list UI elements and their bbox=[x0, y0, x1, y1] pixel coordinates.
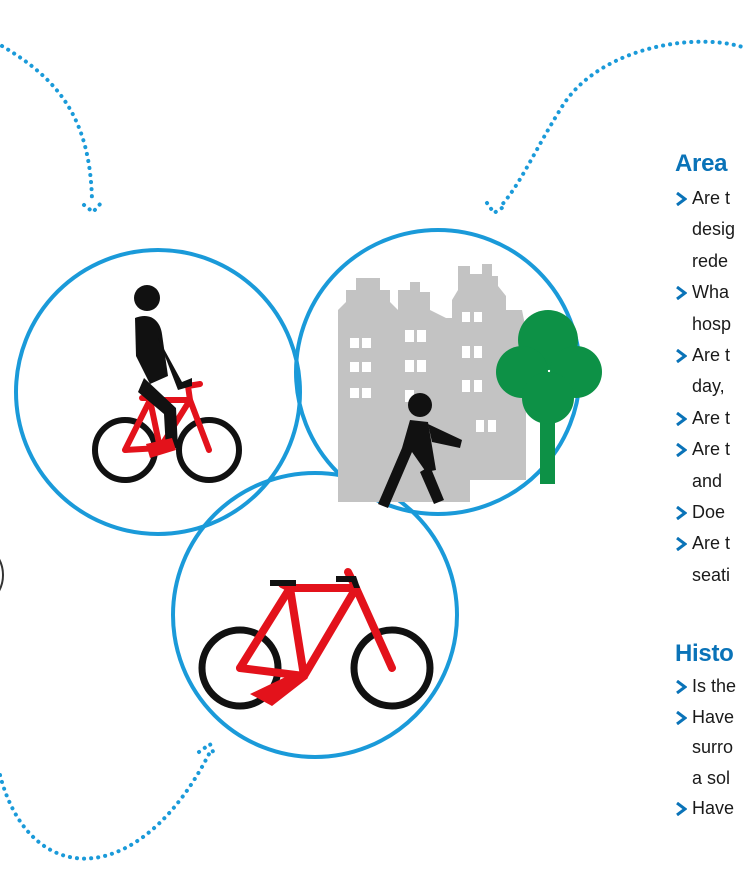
bicycle-icon bbox=[198, 568, 434, 710]
question-line: Doe bbox=[692, 502, 726, 522]
question-line: surro bbox=[692, 737, 734, 757]
question-line: Are t bbox=[692, 345, 731, 365]
bullet-chevron-icon bbox=[676, 192, 687, 206]
bullet-chevron-icon bbox=[676, 537, 687, 552]
bullet-chevron-icon bbox=[676, 680, 687, 694]
question-line: Are t bbox=[692, 407, 731, 428]
venn-circle-bicycle bbox=[171, 471, 459, 759]
question-line: Is the bbox=[692, 676, 737, 696]
question-line: Are t bbox=[692, 188, 731, 208]
question-line: Have bbox=[692, 798, 735, 818]
question-line: Wha bbox=[692, 282, 730, 303]
bullet-chevron-icon bbox=[676, 506, 687, 520]
question-line: Have bbox=[692, 706, 735, 727]
question-line: day, bbox=[692, 376, 725, 397]
question-line: a sol bbox=[692, 767, 731, 788]
arrow-top-left bbox=[0, 44, 103, 215]
buildings-icon bbox=[338, 264, 526, 502]
question-line: Are t bbox=[692, 439, 731, 460]
arrow-bottom-left bbox=[0, 740, 217, 861]
bullet-chevron-icon bbox=[676, 802, 687, 816]
section-heading-area: Area bbox=[675, 150, 728, 177]
question-line: hosp bbox=[692, 313, 732, 334]
section-heading-history: Histo bbox=[675, 640, 734, 667]
partial-left-circle bbox=[0, 559, 4, 591]
question-line: seati bbox=[692, 564, 731, 585]
bullet-chevron-icon bbox=[676, 349, 687, 363]
pedestrian-icon bbox=[378, 393, 462, 508]
bullet-chevron-icon bbox=[676, 411, 687, 426]
bullet-chevron-icon bbox=[676, 710, 687, 725]
cyclist-icon bbox=[92, 285, 242, 483]
arrow-top-right bbox=[485, 39, 743, 216]
question-line: rede bbox=[692, 250, 729, 271]
bullet-chevron-icon bbox=[676, 443, 687, 458]
question-line: and bbox=[692, 470, 723, 491]
question-line: desig bbox=[692, 219, 736, 240]
venn-circle-cycling bbox=[14, 248, 302, 536]
bullet-chevron-icon bbox=[676, 286, 687, 301]
tree-icon bbox=[496, 310, 602, 484]
question-line: Are t bbox=[692, 533, 731, 554]
